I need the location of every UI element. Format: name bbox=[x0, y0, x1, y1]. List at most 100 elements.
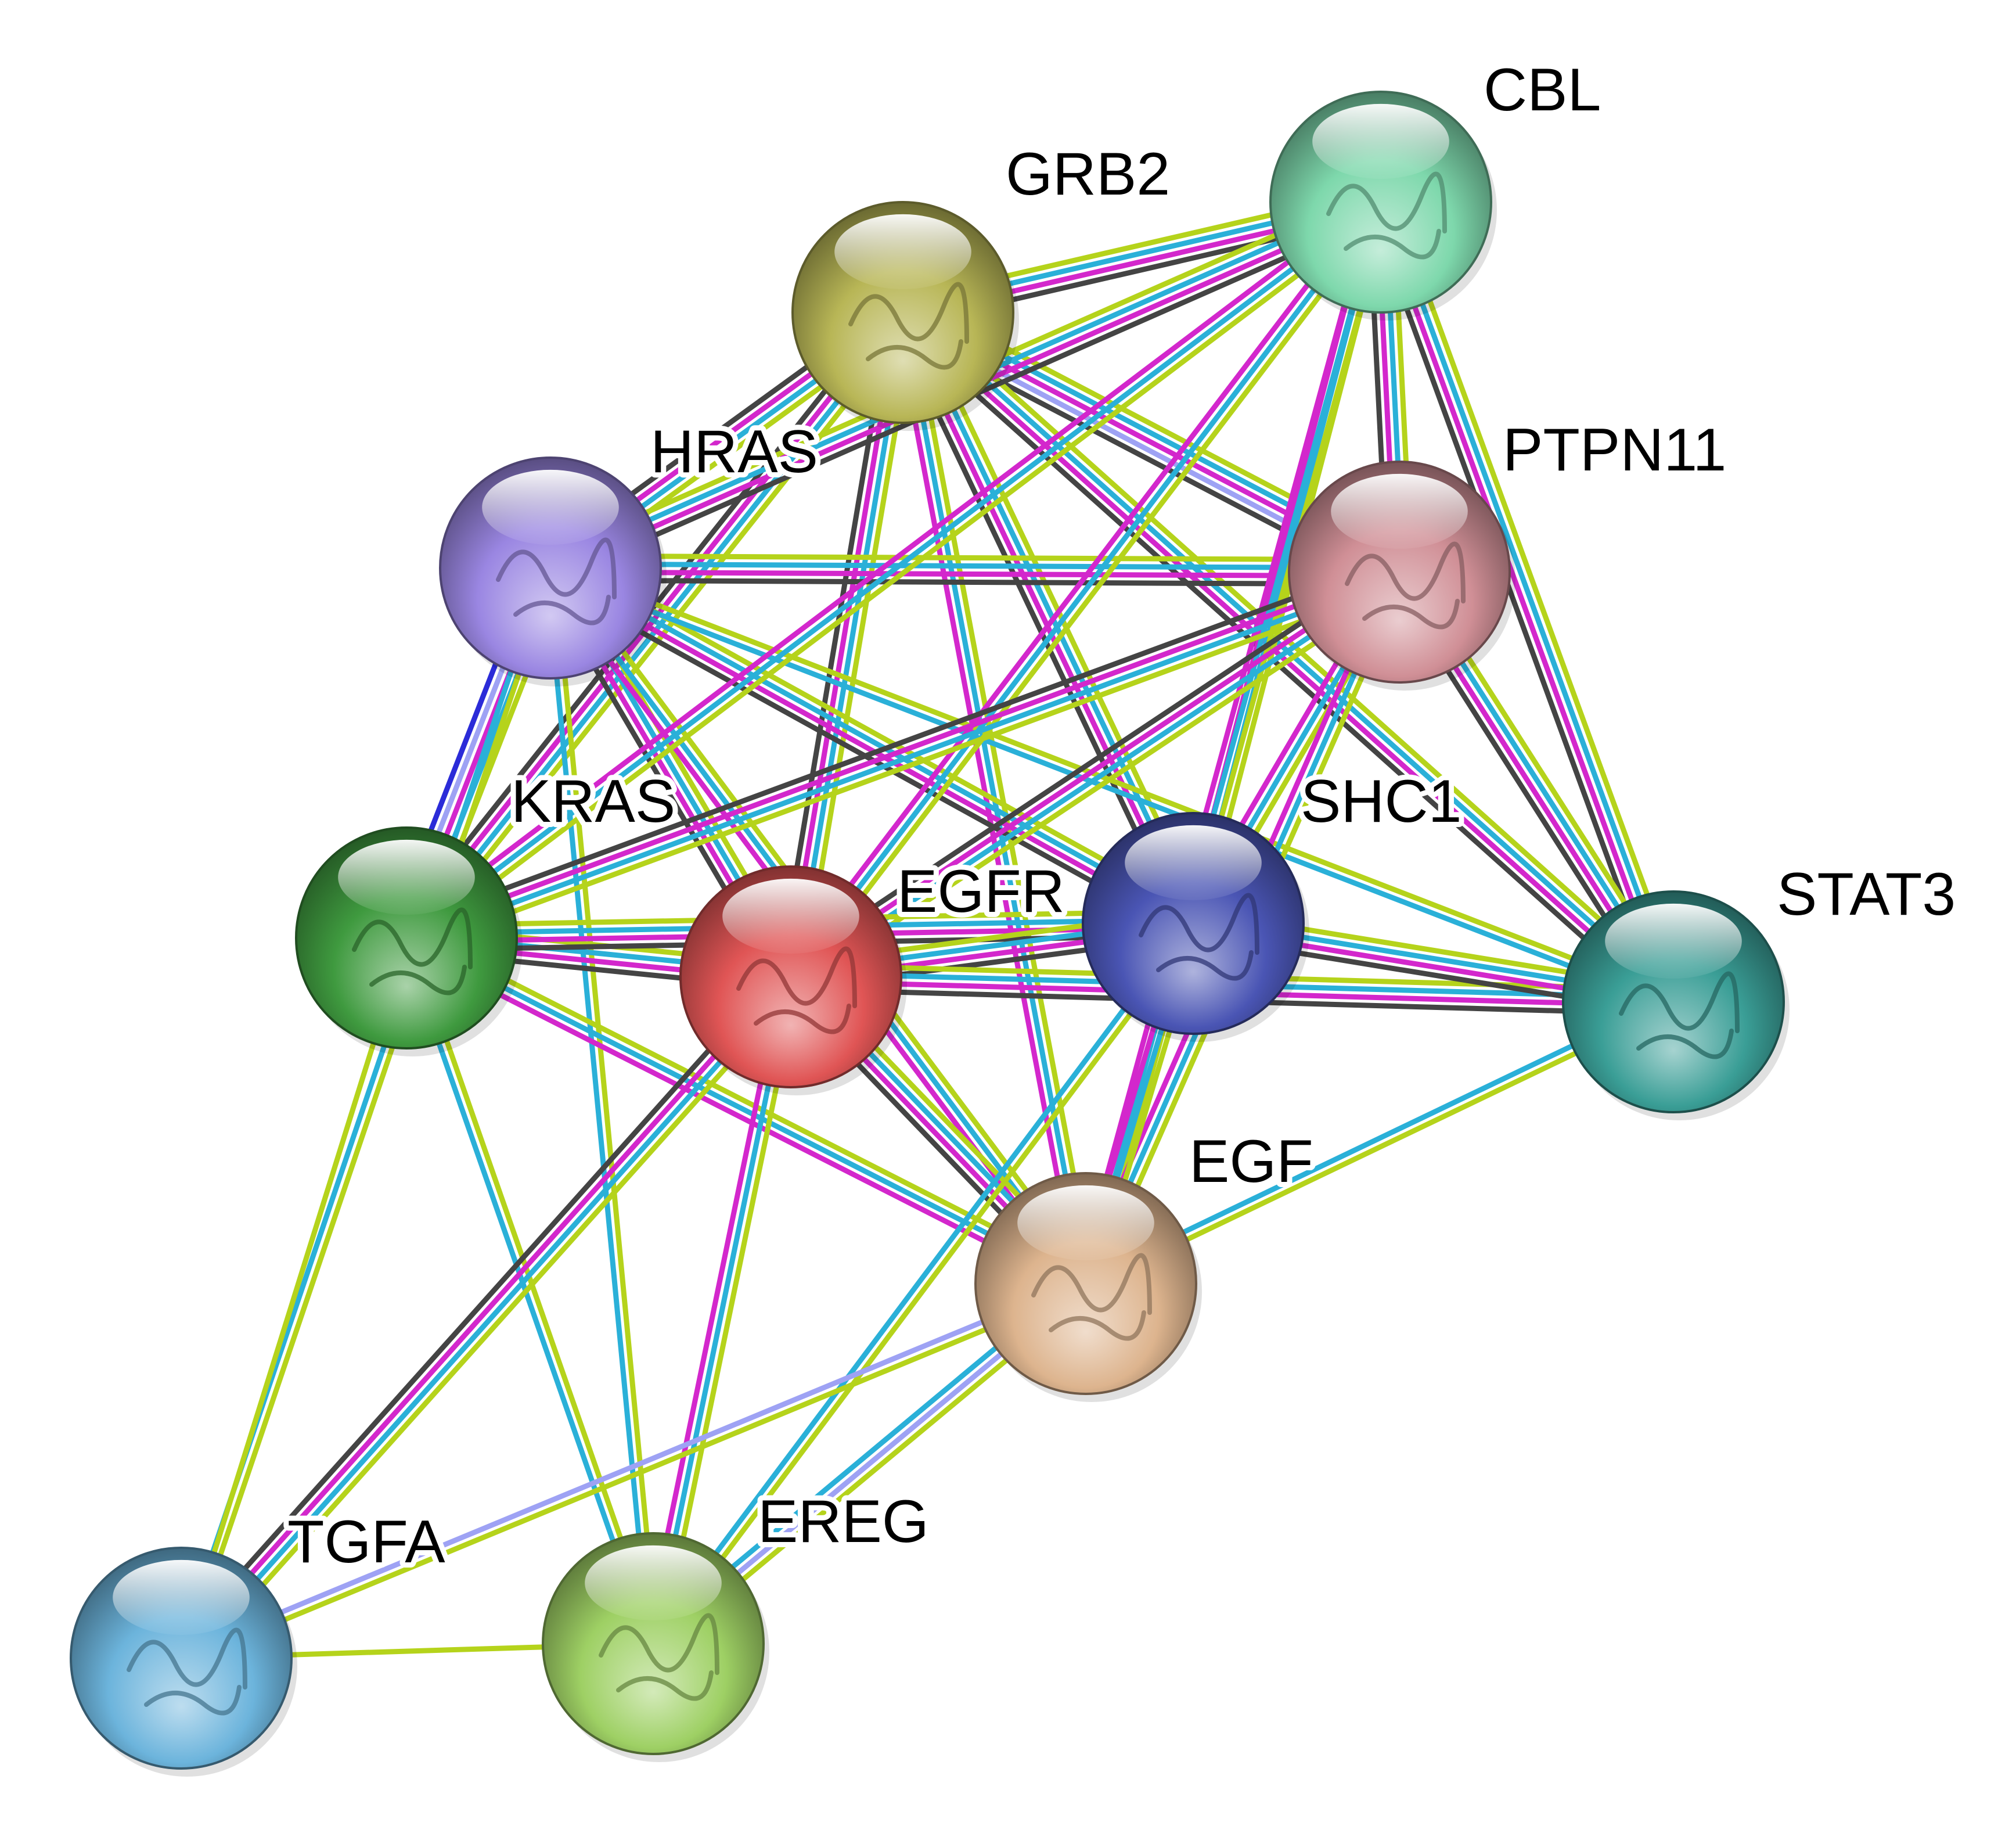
nodes-layer bbox=[70, 91, 1790, 1777]
edge-strand-lime bbox=[908, 310, 1097, 1283]
node-gloss-highlight bbox=[113, 1559, 250, 1636]
node-hras[interactable] bbox=[439, 456, 667, 686]
edge-strand-cyan bbox=[407, 313, 909, 943]
edge-cbl-egfr bbox=[782, 195, 1389, 984]
edge-cbl-stat3 bbox=[1367, 197, 1687, 1007]
node-gloss-highlight bbox=[482, 469, 619, 545]
edge-strand-lime bbox=[188, 983, 802, 1669]
edge-strand-black bbox=[782, 559, 1394, 969]
node-gloss-highlight bbox=[585, 1545, 722, 1621]
protein-structure-glyph bbox=[496, 537, 617, 626]
edge-strand-cyan bbox=[1382, 200, 1680, 1002]
node-gloss-highlight bbox=[722, 878, 859, 954]
edge-strand-lime bbox=[1091, 203, 1391, 1286]
node-stat3[interactable] bbox=[1562, 890, 1790, 1120]
edge-strand-lime bbox=[1389, 197, 1687, 999]
node-label-stat3: STAT3 bbox=[1777, 861, 1956, 928]
edge-kras-tgfa bbox=[178, 937, 409, 1659]
edge-strand-cyan bbox=[791, 573, 1403, 983]
node-gloss-highlight bbox=[834, 214, 971, 290]
edge-strand-magenta bbox=[1374, 202, 1672, 1004]
edge-strand-black bbox=[170, 966, 784, 1652]
protein-structure-glyph bbox=[1031, 1253, 1152, 1341]
edge-hras-stat3 bbox=[548, 562, 1676, 1008]
protein-structure-glyph bbox=[1619, 971, 1740, 1059]
node-shc1[interactable] bbox=[1082, 812, 1309, 1042]
edge-strand-magenta bbox=[176, 972, 790, 1658]
protein-structure-glyph bbox=[1326, 171, 1447, 260]
edge-strand-black bbox=[1367, 205, 1665, 1007]
edge-strand-magenta bbox=[550, 569, 1399, 579]
node-gloss-highlight bbox=[1125, 825, 1262, 901]
edge-cbl-egf bbox=[1075, 199, 1391, 1286]
node-grb2[interactable] bbox=[791, 201, 1019, 431]
node-gloss-highlight bbox=[1017, 1185, 1154, 1261]
node-gloss-highlight bbox=[1312, 103, 1449, 179]
node-gloss-highlight bbox=[338, 839, 475, 915]
edge-strand-cyan bbox=[650, 976, 794, 1644]
node-label-tgfa: TGFA bbox=[287, 1508, 445, 1576]
edge-strand-lime bbox=[654, 924, 1199, 1648]
edge-egf-tgfa bbox=[178, 1277, 1089, 1665]
edge-cbl-kras bbox=[399, 193, 1388, 947]
edge-strand-lime bbox=[550, 553, 1400, 563]
edge-strand-lavender bbox=[178, 1277, 1086, 1657]
node-kras[interactable] bbox=[295, 826, 523, 1056]
protein-structure-glyph bbox=[599, 1613, 719, 1701]
edge-strand-magenta bbox=[787, 566, 1399, 976]
node-label-shc1: SHC1 bbox=[1301, 768, 1461, 835]
edge-strand-lime bbox=[408, 936, 660, 1644]
edge-strand-lime bbox=[550, 562, 1676, 1001]
edge-strand-cyan bbox=[406, 573, 1402, 944]
node-label-ereg: EREG bbox=[758, 1488, 929, 1555]
edge-strand-cyan bbox=[182, 977, 796, 1663]
node-ptpn11[interactable] bbox=[1288, 461, 1515, 691]
edge-strand-lime bbox=[795, 205, 1389, 984]
protein-structure-glyph bbox=[127, 1627, 247, 1716]
edge-strand-magenta bbox=[897, 313, 1192, 926]
node-ereg[interactable] bbox=[542, 1532, 769, 1762]
protein-structure-glyph bbox=[1345, 541, 1466, 630]
edge-strand-lime bbox=[181, 1285, 1089, 1665]
edge-strand-magenta bbox=[401, 308, 902, 937]
edge-strand-magenta bbox=[547, 569, 1193, 930]
protein-structure-glyph bbox=[736, 946, 857, 1034]
edge-ptpn11-egfr bbox=[782, 559, 1408, 990]
edge-strand-cyan bbox=[789, 200, 1383, 979]
edge-strand-magenta bbox=[399, 193, 1378, 934]
edge-hras-ptpn11 bbox=[550, 553, 1400, 587]
edge-strand-magenta bbox=[404, 566, 1399, 937]
edge-strand-black bbox=[889, 317, 1185, 930]
edge-strand-lime bbox=[796, 580, 1408, 990]
node-label-hras: HRAS bbox=[650, 418, 818, 486]
edge-strand-cyan bbox=[1083, 201, 1384, 1285]
node-label-grb2: GRB2 bbox=[1006, 141, 1170, 208]
edge-strand-lime bbox=[800, 314, 918, 980]
protein-structure-glyph bbox=[1139, 893, 1259, 981]
edge-egfr-ereg bbox=[642, 975, 802, 1646]
node-gloss-highlight bbox=[1605, 903, 1742, 979]
edge-ptpn11-kras bbox=[401, 558, 1405, 952]
node-cbl[interactable] bbox=[1269, 91, 1497, 321]
edge-strand-black bbox=[550, 577, 1399, 587]
edge-strand-cyan bbox=[548, 569, 1673, 1008]
node-tgfa[interactable] bbox=[70, 1547, 297, 1777]
edge-strand-lime bbox=[178, 937, 409, 1659]
node-gloss-highlight bbox=[1331, 473, 1468, 549]
node-label-egfr: EGFR bbox=[897, 858, 1065, 925]
edge-strand-cyan bbox=[550, 561, 1400, 571]
edge-strand-magenta bbox=[782, 195, 1377, 974]
edge-strand-cyan bbox=[551, 562, 1197, 922]
protein-structure-glyph bbox=[352, 907, 473, 995]
edge-strand-magenta bbox=[784, 311, 902, 977]
protein-structure-glyph bbox=[848, 282, 969, 370]
node-egfr[interactable] bbox=[679, 865, 907, 1095]
node-egf[interactable] bbox=[974, 1172, 1202, 1402]
edge-shc1-ereg bbox=[647, 919, 1199, 1648]
edge-strand-lime bbox=[409, 206, 1388, 947]
edge-strand-lime bbox=[409, 581, 1405, 952]
node-label-cbl: CBL bbox=[1484, 56, 1601, 124]
edge-strand-lime bbox=[182, 568, 557, 1660]
